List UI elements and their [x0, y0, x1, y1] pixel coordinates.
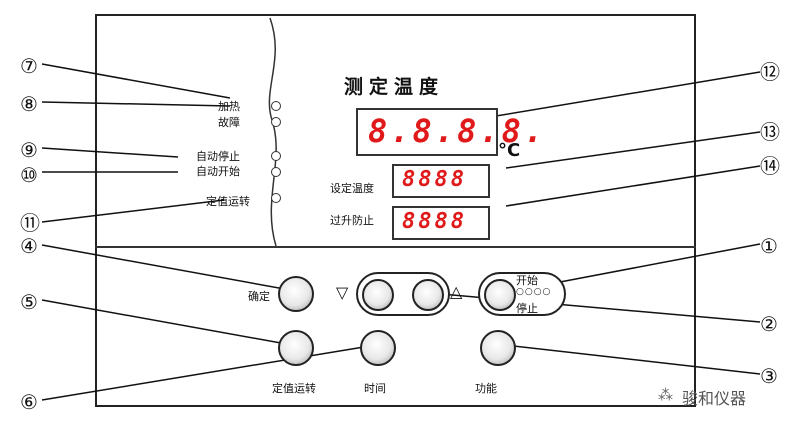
led-heat — [271, 101, 281, 111]
display-title: 测定温度 — [344, 76, 445, 98]
led-auto-start — [271, 167, 281, 177]
start-led-dots: ○○○○ — [516, 287, 552, 297]
indicator-label-heat: 加热 — [218, 100, 240, 113]
main-temp-display: 8.8.8.8. — [356, 108, 543, 156]
callout-11: ⑪ — [20, 211, 40, 235]
start-stop-button[interactable] — [484, 279, 516, 311]
callout-6: ⑥ — [20, 390, 38, 414]
callout-2: ② — [760, 312, 778, 336]
callout-10: ⑩ — [20, 163, 38, 187]
callout-13: ⑬ — [760, 120, 780, 144]
unit-label: °C — [498, 140, 521, 161]
const-run-button[interactable] — [278, 330, 314, 366]
control-panel — [95, 14, 696, 407]
led-auto-stop — [271, 151, 281, 161]
set-temp-display: 8888 — [392, 164, 490, 198]
overtemp-display: 8888 — [392, 206, 490, 240]
callout-1: ① — [760, 234, 778, 258]
set-temp-digits: 8888 — [402, 167, 467, 192]
callout-3: ③ — [760, 364, 778, 388]
const-run-label: 定值运转 — [272, 382, 316, 395]
time-label: 时间 — [364, 382, 386, 395]
up-arrow-icon: △ — [450, 282, 463, 301]
stop-label: 停止 — [516, 302, 538, 315]
time-button[interactable] — [360, 330, 396, 366]
indicator-label-const-run: 定值运转 — [206, 195, 250, 208]
up-button[interactable] — [412, 279, 444, 311]
callout-8: ⑧ — [20, 92, 38, 116]
watermark-text: 骏和仪器 — [682, 389, 747, 408]
indicator-label-fault: 故障 — [218, 116, 240, 129]
callout-9: ⑨ — [20, 138, 38, 162]
led-fault — [271, 117, 281, 127]
wechat-icon: ⁂ — [658, 386, 673, 404]
main-temp-digits: 8.8.8.8. — [368, 112, 547, 150]
down-arrow-icon: ▽ — [336, 283, 349, 302]
indicator-label-auto-start: 自动开始 — [196, 165, 240, 178]
confirm-label: 确定 — [248, 290, 270, 303]
overtemp-label: 过升防止 — [330, 214, 374, 227]
overtemp-digits: 8888 — [402, 209, 467, 234]
indicator-label-auto-stop: 自动停止 — [196, 150, 240, 163]
panel-divider — [95, 246, 696, 248]
function-label: 功能 — [475, 382, 497, 395]
confirm-button[interactable] — [278, 276, 314, 312]
start-label: 开始 — [516, 274, 538, 287]
set-temp-label: 设定温度 — [330, 182, 374, 195]
callout-5: ⑤ — [20, 290, 38, 314]
callout-7: ⑦ — [20, 54, 38, 78]
callout-4: ④ — [20, 234, 38, 258]
callout-12: ⑫ — [760, 60, 780, 84]
callout-14: ⑭ — [760, 154, 780, 178]
down-button[interactable] — [362, 279, 394, 311]
led-const-run — [271, 193, 281, 203]
function-button[interactable] — [480, 330, 516, 366]
